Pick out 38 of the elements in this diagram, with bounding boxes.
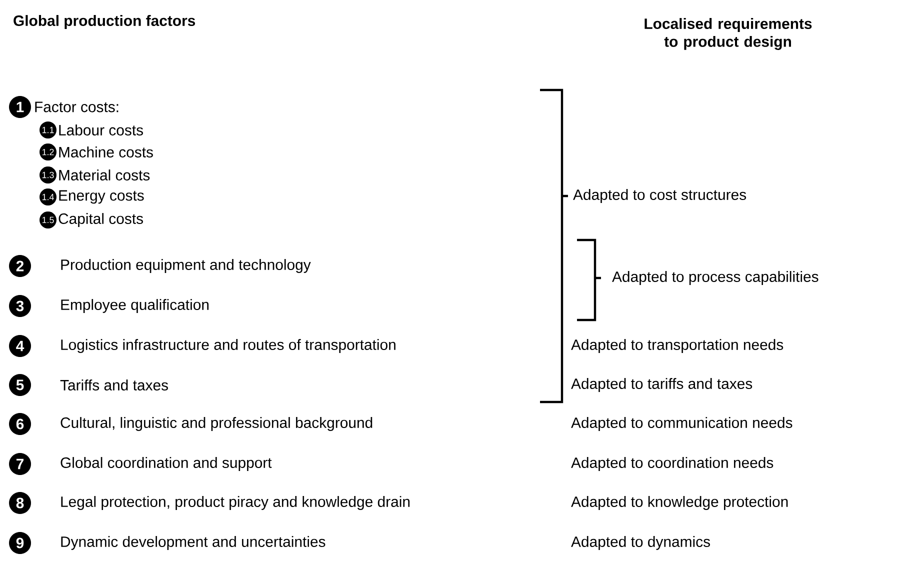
list-item-text: Logistics infrastructure and routes of transportation [61,339,396,353]
number-badge: 1.1 [40,122,56,138]
list-item-text: Cultural, linguistic and professional background [60,417,372,431]
list-item-text: Production equipment and technology [61,259,311,273]
number-badge: 2 [9,255,31,277]
number-badge: 1.5 [40,212,56,228]
list-item-text: Material costs [59,170,150,180]
number-badge: 4 [9,335,31,357]
requirement-text: Adapted to dynamics [571,536,710,550]
list-item-text: Legal protection, product piracy and knowledge drain [61,496,410,510]
requirement-text: Adapted to tariffs and taxes [571,378,752,392]
column-heading: Global production factors [14,15,196,29]
list-item-text: Machine costs [59,146,153,158]
number-badge: 1.2 [40,144,56,160]
number-badge: 1.4 [40,188,56,206]
number-badge: 3 [9,295,31,317]
number-badge: 6 [9,413,31,435]
number-badge: 1 [9,96,31,118]
list-item-text: Global coordination and support [60,457,272,471]
requirement-text: Adapted to knowledge protection [571,496,788,510]
number-badge: 9 [9,532,31,554]
requirement-text: Adapted to transportation needs [571,339,784,353]
number-badge: 7 [9,453,31,475]
requirement-text: Adapted to communication needs [571,417,792,431]
column-heading: Localised requirements to product design [644,18,812,50]
list-item-text: Labour costs [59,124,143,136]
requirement-text: Adapted to coordination needs [571,457,774,471]
list-item-text: Factor costs: [35,102,118,112]
list-item-text: Capital costs [58,213,143,227]
requirement-text: Adapted to process capabilities [612,271,818,285]
number-badge: 8 [9,492,31,514]
number-badge: 5 [9,374,31,396]
requirement-text: Adapted to cost structures [573,189,746,203]
number-badge: 1.3 [40,166,56,184]
list-item-text: Tariffs and taxes [60,380,168,390]
list-item-text: Employee qualification [61,299,209,313]
list-item-text: Energy costs [59,190,144,204]
list-item-text: Dynamic development and uncertainties [61,536,326,550]
